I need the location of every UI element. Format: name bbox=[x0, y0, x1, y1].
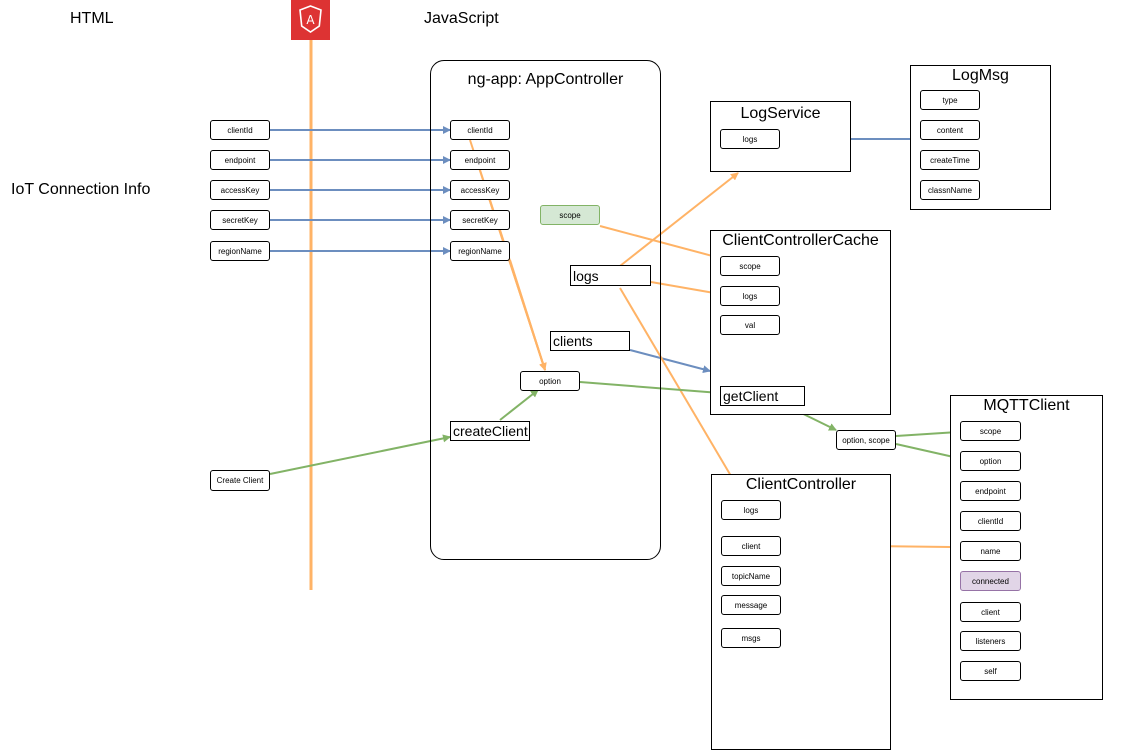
javascript-header: JavaScript bbox=[424, 10, 499, 27]
mqtt-field-connected: connected bbox=[960, 571, 1021, 591]
mqtt-field-endpoint: endpoint bbox=[960, 481, 1021, 501]
client-controller-field-msgs: msgs bbox=[721, 628, 781, 648]
mqtt-field-self: self bbox=[960, 661, 1021, 681]
html-header: HTML bbox=[70, 10, 114, 27]
log-service-field-logs: logs bbox=[720, 129, 780, 149]
app-createclient-tag: createClient bbox=[450, 421, 530, 441]
client-controller-field-client: client bbox=[721, 536, 781, 556]
app-field-regionname: regionName bbox=[450, 241, 510, 261]
client-controller-field-topicname: topicName bbox=[721, 566, 781, 586]
cache-field-logs: logs bbox=[720, 286, 780, 306]
angular-logo-letter: A bbox=[306, 13, 315, 27]
client-controller-field-logs: logs bbox=[721, 500, 781, 520]
log-msg-field-createtime: createTime bbox=[920, 150, 980, 170]
mqtt-field-option: option bbox=[960, 451, 1021, 471]
app-option-field: option bbox=[520, 371, 580, 391]
mqtt-field-name: name bbox=[960, 541, 1021, 561]
html-field-accesskey[interactable]: accessKey bbox=[210, 180, 270, 200]
log-msg-field-classnname: classnName bbox=[920, 180, 980, 200]
wire-create-button-to-createclient bbox=[269, 434, 451, 475]
log-msg-title: LogMsg bbox=[952, 67, 1009, 84]
app-clients-tag: clients bbox=[550, 331, 630, 351]
html-field-regionname[interactable]: regionName bbox=[210, 241, 270, 261]
cache-field-val: val bbox=[720, 315, 780, 335]
mqtt-field-client: client bbox=[960, 602, 1021, 622]
cache-getclient-tag: getClient bbox=[720, 386, 805, 406]
cache-field-scope: scope bbox=[720, 256, 780, 276]
wire-optionscope-to-option bbox=[895, 443, 959, 461]
app-controller-title: ng-app: AppController bbox=[467, 71, 624, 88]
log-msg-field-type: type bbox=[920, 90, 980, 110]
create-client-button[interactable]: Create Client bbox=[210, 470, 270, 491]
client-controller-cache-title: ClientControllerCache bbox=[722, 232, 879, 249]
log-service-title: LogService bbox=[740, 105, 821, 122]
app-field-clientid: clientId bbox=[450, 120, 510, 140]
app-field-secretkey: secretKey bbox=[450, 210, 510, 230]
wire-optionscope-to-scope bbox=[895, 428, 959, 437]
client-controller-field-message: message bbox=[721, 595, 781, 615]
angular-logo-icon: A bbox=[291, 0, 330, 40]
app-logs-tag: logs bbox=[570, 265, 651, 286]
html-field-secretkey[interactable]: secretKey bbox=[210, 210, 270, 230]
app-field-accesskey: accessKey bbox=[450, 180, 510, 200]
app-controller-box: ng-app: AppController bbox=[430, 60, 661, 560]
log-msg-field-content: content bbox=[920, 120, 980, 140]
html-field-endpoint[interactable]: endpoint bbox=[210, 150, 270, 170]
client-controller-title: ClientController bbox=[745, 476, 857, 493]
app-field-endpoint: endpoint bbox=[450, 150, 510, 170]
mqtt-field-listeners: listeners bbox=[960, 631, 1021, 651]
mqtt-client-title: MQTTClient bbox=[983, 397, 1070, 414]
mqtt-field-scope: scope bbox=[960, 421, 1021, 441]
iot-connection-info-label: IoT Connection Info bbox=[11, 181, 151, 198]
mqtt-field-clientid: clientId bbox=[960, 511, 1021, 531]
option-scope-field: option, scope bbox=[836, 430, 896, 450]
app-scope-field: scope bbox=[540, 205, 600, 225]
html-field-clientid[interactable]: clientId bbox=[210, 120, 270, 140]
